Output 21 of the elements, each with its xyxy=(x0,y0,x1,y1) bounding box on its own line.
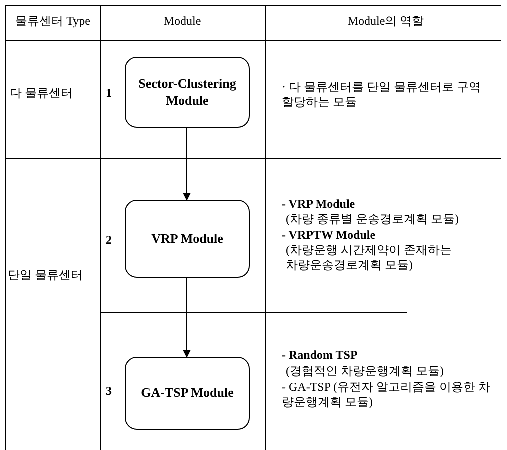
cell-text: - VRP Module xyxy=(282,197,356,212)
module-box: GA-TSP Module xyxy=(125,357,250,430)
row-header: 단일 물류센터 xyxy=(8,268,84,283)
step-number: 2 xyxy=(106,233,113,248)
cell-text: (경험적인 차량운행계획 모듈) xyxy=(286,364,445,379)
cell-text: (차량 종류별 운송경로계획 모듈) xyxy=(286,212,460,227)
column-header: Module xyxy=(162,14,202,29)
step-number: 1 xyxy=(106,86,113,101)
column-header: Module의 역할 xyxy=(346,14,426,29)
module-box: VRP Module xyxy=(125,200,250,278)
row-header: 다 물류센터 xyxy=(10,86,74,101)
cell-text: - GA-TSP (유전자 알고리즘을 이용한 차량운행계획 모듈) xyxy=(282,380,492,410)
column-header: 물류센터 Type xyxy=(14,14,92,29)
cell-text: · 다 물류센터를 단일 물류센터로 구역할당하는 모듈 xyxy=(282,80,482,110)
arrow xyxy=(183,278,191,358)
cell-text: (차량운행 시간제약이 존재하는 차량운송경로계획 모듈) xyxy=(286,243,453,273)
step-number: 3 xyxy=(106,384,113,399)
arrow xyxy=(183,128,191,201)
cell-text: - Random TSP xyxy=(282,348,359,363)
module-box: Sector-Clustering Module xyxy=(125,57,250,128)
cell-text: - VRPTW Module xyxy=(282,228,377,243)
